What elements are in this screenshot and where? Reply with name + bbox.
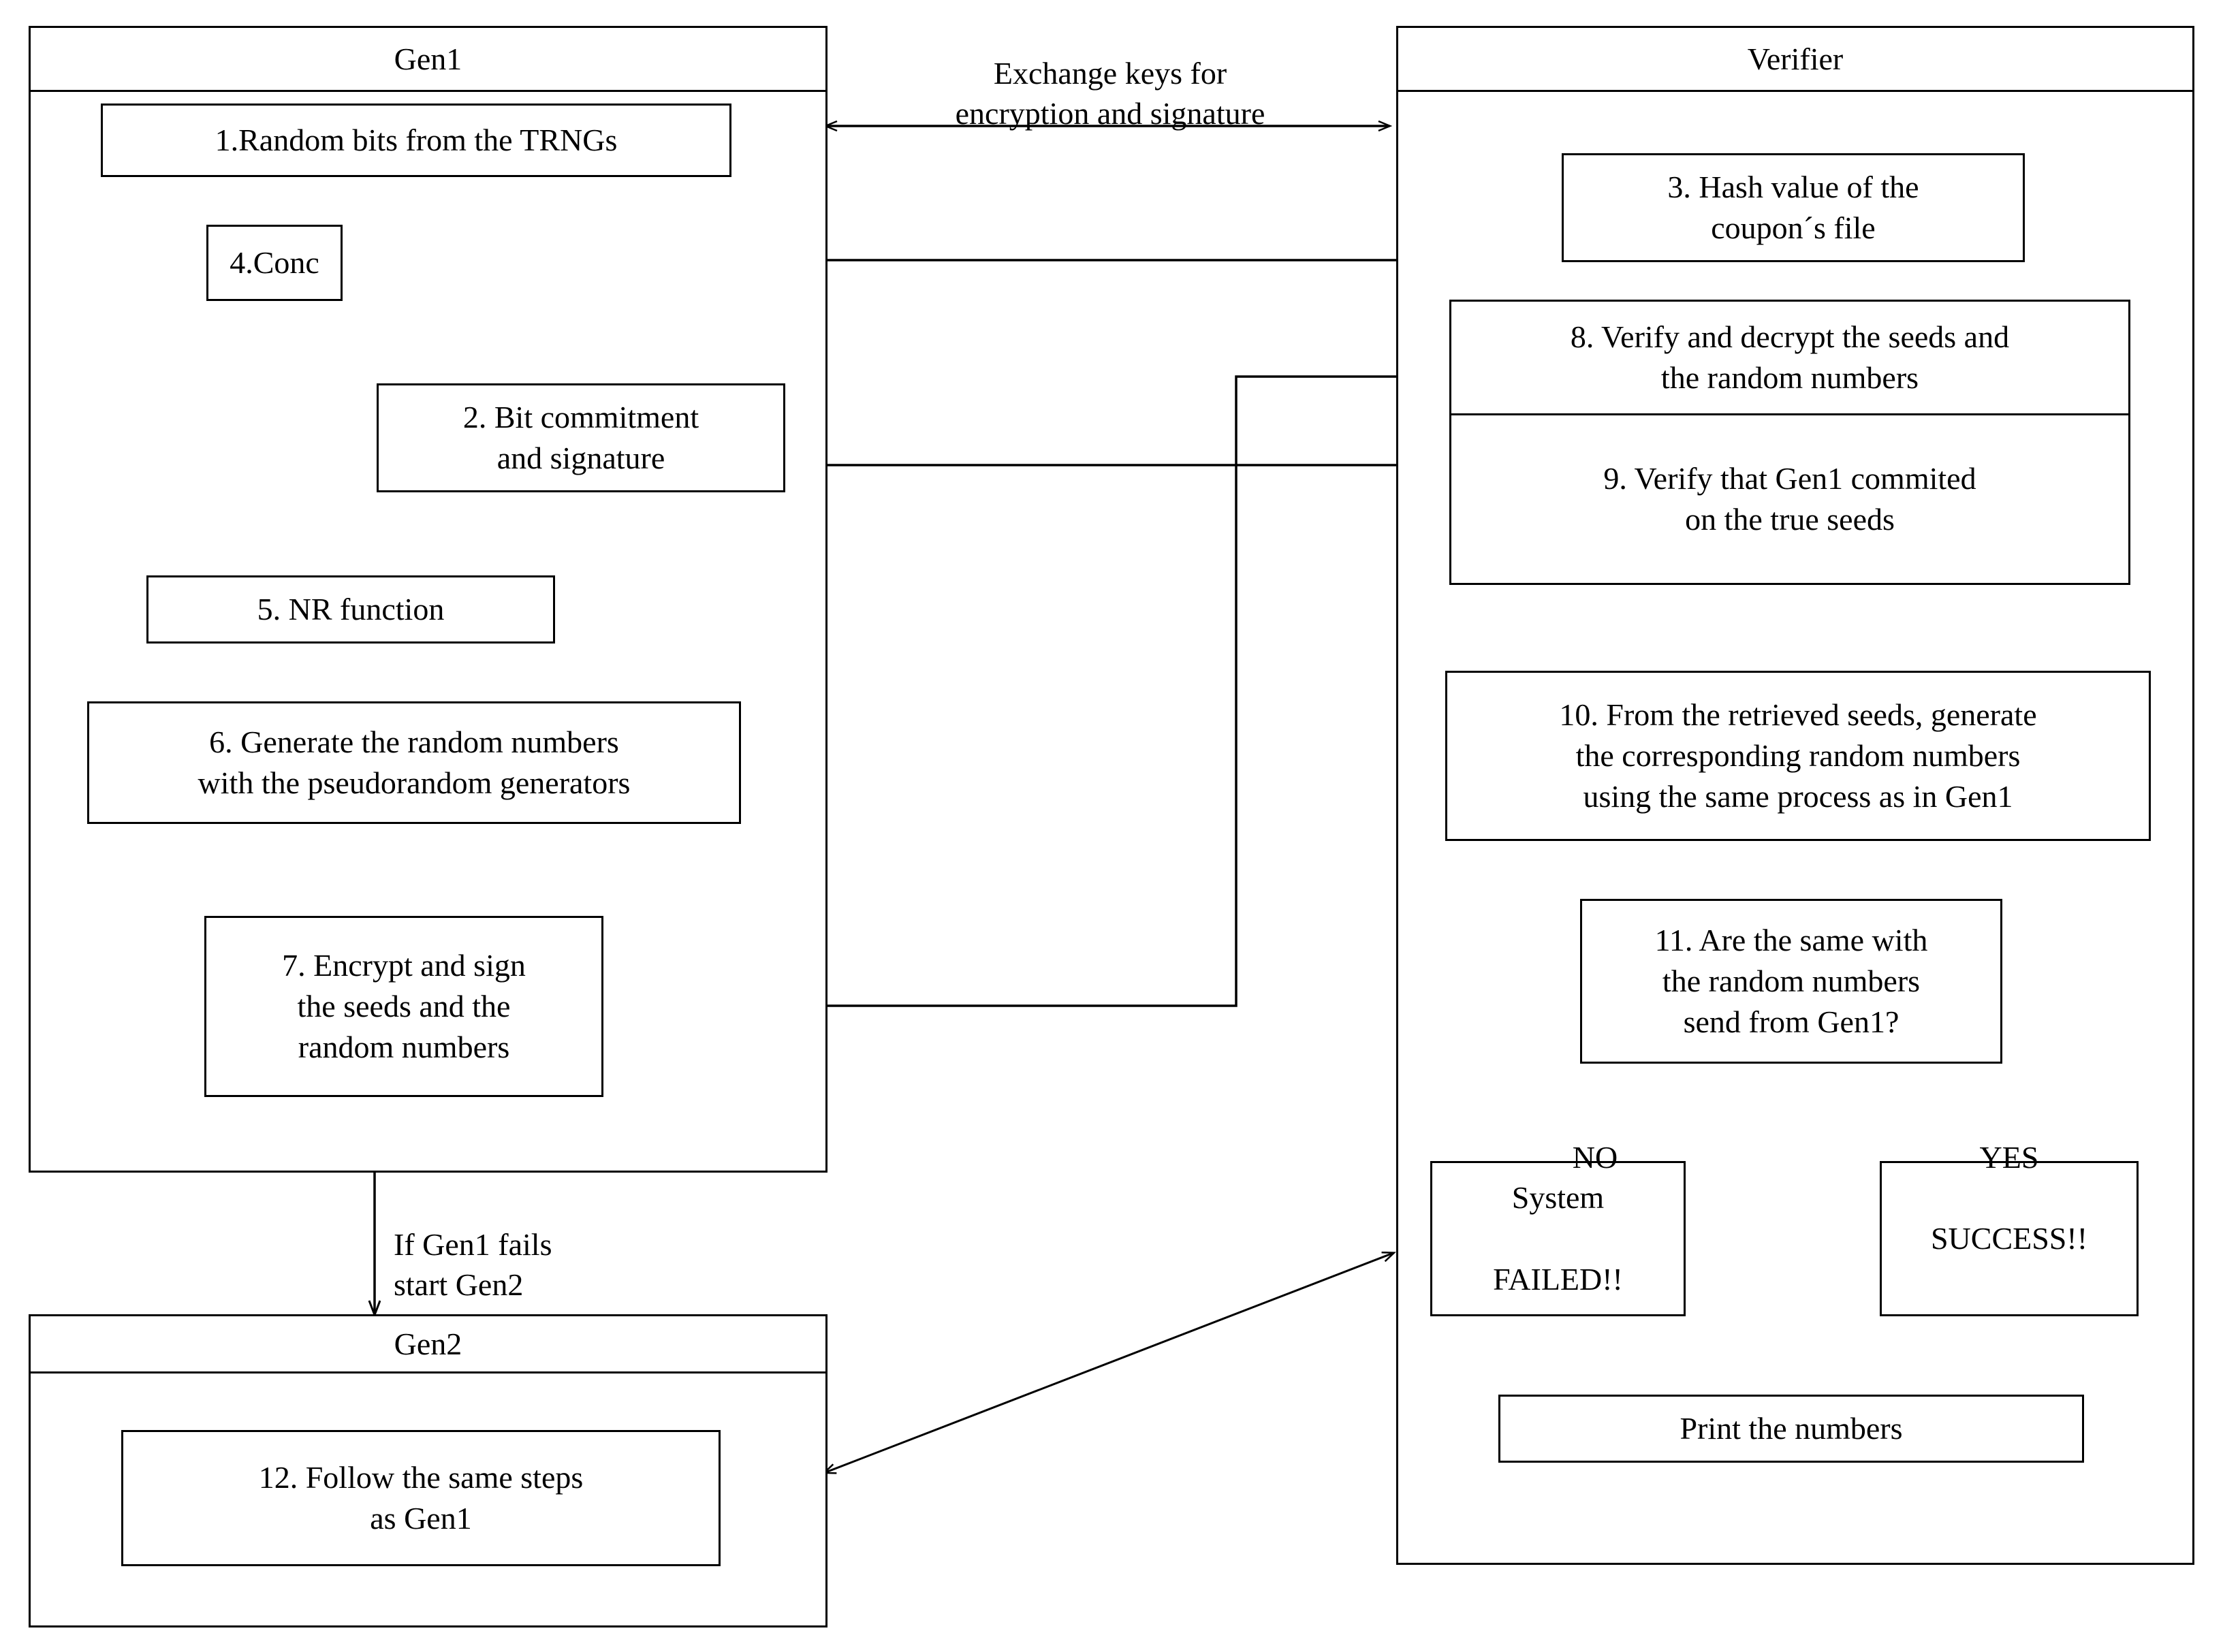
label-branch-no: NO xyxy=(1572,1139,1618,1175)
node-system-failed[interactable]: System FAILED!! xyxy=(1430,1161,1686,1316)
panel-gen2-title: Gen2 xyxy=(394,1326,462,1361)
node-7-encrypt-and-sign[interactable]: 7. Encrypt and sign the seeds and the ra… xyxy=(204,916,603,1097)
edge-7-to-8 xyxy=(603,377,1451,1007)
label-exchange-keys: Exchange keys for encryption and signatu… xyxy=(955,55,1265,131)
panel-verifier-header: Verifier xyxy=(1398,28,2192,92)
panel-gen1-title: Gen1 xyxy=(394,41,462,76)
node-6-generate-random-numbers[interactable]: 6. Generate the random numbers with the … xyxy=(87,701,741,824)
node-print-the-numbers[interactable]: Print the numbers xyxy=(1498,1395,2084,1463)
node-8-verify-decrypt[interactable]: 8. Verify and decrypt the seeds and the … xyxy=(1449,300,2130,415)
node-10-generate-from-seeds[interactable]: 10. From the retrieved seeds, generate t… xyxy=(1445,671,2151,841)
label-branch-yes: YES xyxy=(1979,1139,2039,1175)
panel-verifier-title: Verifier xyxy=(1747,41,1844,76)
edge-gen2-verifier xyxy=(824,1253,1393,1473)
node-3-hash-value[interactable]: 3. Hash value of the coupon´s file xyxy=(1562,153,2025,262)
node-1-random-bits[interactable]: 1.Random bits from the TRNGs xyxy=(101,104,731,177)
node-12-follow-same-steps[interactable]: 12. Follow the same steps as Gen1 xyxy=(121,1430,721,1566)
node-9-verify-commited[interactable]: 9. Verify that Gen1 commited on the true… xyxy=(1449,413,2130,585)
node-success[interactable]: SUCCESS!! xyxy=(1880,1161,2139,1316)
panel-gen2-header: Gen2 xyxy=(31,1316,825,1373)
node-4-conc[interactable]: 4.Conc xyxy=(206,225,343,301)
node-2-bit-commitment[interactable]: 2. Bit commitment and signature xyxy=(377,383,785,492)
label-if-gen1-fails: If Gen1 fails start Gen2 xyxy=(394,1226,552,1302)
node-11-compare-decision[interactable]: 11. Are the same with the random numbers… xyxy=(1580,899,2002,1064)
node-5-nr-function[interactable]: 5. NR function xyxy=(146,575,555,644)
panel-gen1-header: Gen1 xyxy=(31,28,825,92)
